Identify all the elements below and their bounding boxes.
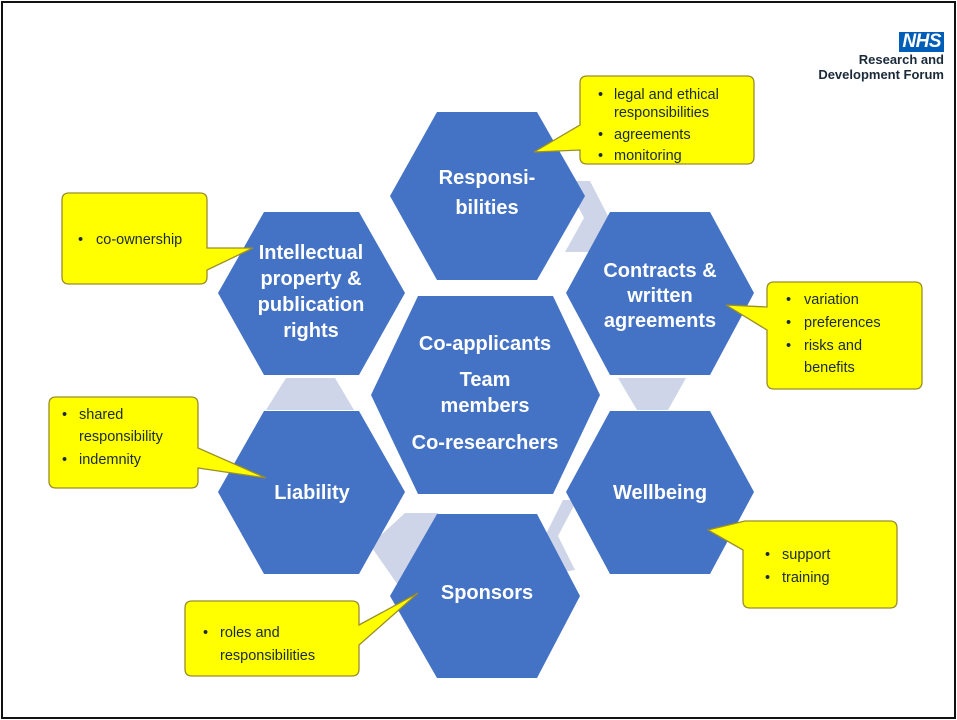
bullet-dot: •: [78, 232, 83, 248]
callout-responsibilities-item: monitoring: [614, 148, 682, 164]
center-label-members: members: [441, 395, 530, 417]
sponsors-label: Sponsors: [441, 582, 533, 604]
callout-wellbeing-item: training: [782, 570, 830, 586]
connector-liability-intellectual: [266, 378, 354, 410]
connector-contracts-wellbeing: [618, 378, 686, 410]
nhs-logo: NHS Research and Development Forum: [818, 32, 944, 82]
callout-sponsors-item: roles and: [220, 625, 280, 641]
intellectual-label-line3: publication: [258, 294, 365, 316]
callout-wellbeing: [706, 520, 898, 609]
bullet-dot: •: [786, 315, 791, 331]
hexagon-sponsors: [390, 514, 580, 678]
intellectual-label-line4: rights: [283, 320, 339, 342]
callout-liability-item: shared: [79, 407, 123, 423]
callouts: [48, 75, 923, 677]
hexagon-contracts: [566, 212, 754, 375]
responsibilities-label-line2: bilities: [455, 197, 518, 219]
intellectual-label-line2: property &: [260, 268, 361, 290]
callout-intellectual: [61, 192, 254, 285]
callout-responsibilities-item: responsibilities: [614, 105, 709, 121]
hexagons: [218, 112, 754, 678]
callout-wellbeing-item: support: [782, 547, 830, 563]
callout-contracts: [725, 281, 923, 390]
org-name-line2: Development Forum: [818, 67, 944, 82]
callout-liability-item: responsibility: [79, 429, 164, 445]
org-name-line1: Research and: [858, 52, 944, 67]
callout-responsibilities: [533, 75, 755, 165]
callout-contracts-item: variation: [804, 292, 859, 308]
callout-liability-item: indemnity: [79, 452, 142, 468]
bullet-dot: •: [765, 570, 770, 586]
connector-wellbeing-sponsors: [545, 500, 577, 572]
bullet-dot: •: [786, 338, 791, 354]
responsibilities-label-line1: Responsi-: [439, 167, 536, 189]
callout-sponsors-item: responsibilities: [220, 648, 315, 664]
bullet-dot: •: [62, 407, 67, 423]
center-label-coapplicants: Co-applicants: [419, 333, 551, 355]
contracts-label-line3: agreements: [604, 310, 716, 332]
bullet-dot: •: [598, 148, 603, 164]
callout-responsibilities-item: agreements: [614, 127, 691, 143]
bullet-dot: •: [598, 87, 603, 103]
connector-sponsors-liability: [370, 513, 438, 585]
callout-texts: • legal and ethical responsibilities • a…: [62, 87, 881, 664]
callout-contracts-item: risks and: [804, 338, 862, 354]
contracts-label-line1: Contracts &: [603, 260, 716, 282]
bullet-dot: •: [62, 452, 67, 468]
connectors: [266, 181, 686, 585]
callout-sponsors: [184, 592, 419, 677]
contracts-label-line2: written: [626, 285, 693, 307]
wellbeing-label: Wellbeing: [613, 482, 707, 504]
liability-label: Liability: [274, 482, 350, 504]
callout-contracts-item: preferences: [804, 315, 881, 331]
bullet-dot: •: [203, 625, 208, 641]
hexagon-responsibilities: [390, 112, 585, 280]
hexagon-intellectual: [218, 212, 405, 375]
center-label-team: Team: [460, 369, 511, 391]
hexagon-labels: Co-applicants Team members Co-researcher…: [258, 167, 717, 604]
bullet-dot: •: [765, 547, 770, 563]
nhs-brand-mark: NHS: [899, 32, 944, 52]
hexagon-center: [371, 296, 600, 494]
callout-intellectual-item: co-ownership: [96, 232, 182, 248]
bullet-dot: •: [786, 292, 791, 308]
center-label-coresearchers: Co-researchers: [412, 432, 559, 454]
callout-contracts-item: benefits: [804, 360, 855, 376]
hexagon-liability: [218, 411, 405, 574]
hexagon-wellbeing: [566, 411, 754, 574]
bullet-dot: •: [598, 127, 603, 143]
callout-liability: [48, 396, 267, 489]
intellectual-label-line1: Intellectual: [259, 242, 363, 264]
callout-responsibilities-item: legal and ethical: [614, 87, 719, 103]
